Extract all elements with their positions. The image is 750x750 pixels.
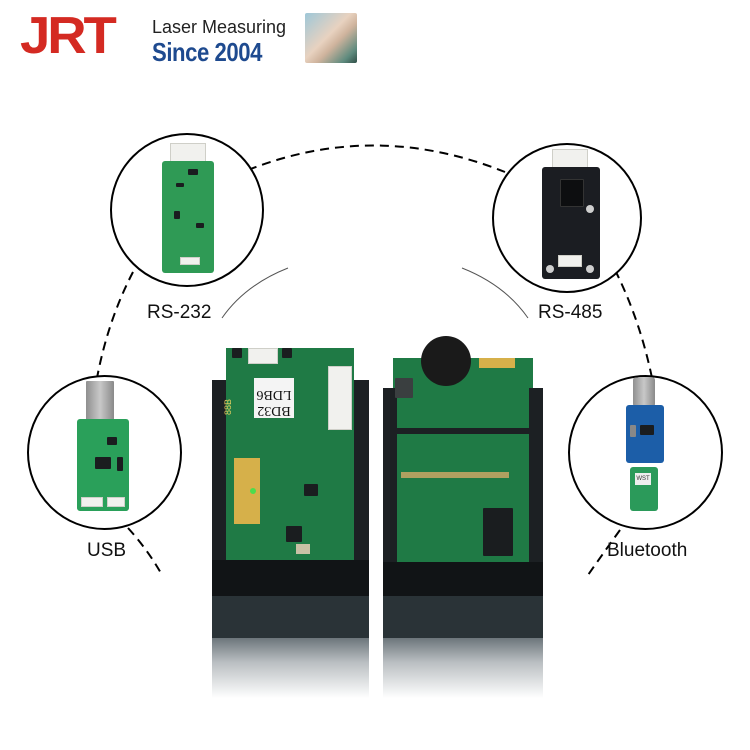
usb-plug (86, 381, 114, 421)
front-reflection (212, 638, 369, 698)
bt-adapter-board (626, 405, 664, 463)
connector (552, 149, 588, 169)
rs232-board (162, 161, 214, 273)
module-bluetooth-circle: WST (568, 375, 723, 530)
laser-module-back (383, 336, 543, 698)
rs485-board (542, 167, 600, 279)
connector (170, 143, 206, 163)
brand-logo: JRT (20, 7, 117, 65)
front-pcb: BD32 LDB6 88B (223, 348, 354, 560)
bt-module-label: WST (635, 473, 651, 485)
serial-sticker: BD32 LDB6 (254, 378, 294, 418)
usb-board (77, 419, 129, 511)
brand-tagline-bottom: Since 2004 (152, 37, 263, 67)
brand-photo (305, 13, 357, 63)
module-rs232-label: RS-232 (147, 302, 212, 323)
module-bluetooth-label: Bluetooth (607, 540, 688, 561)
brand-tagline-top: Laser Measuring (152, 17, 287, 37)
module-usb-circle (27, 375, 182, 530)
back-reflection (383, 638, 543, 698)
module-usb-label: USB (87, 540, 127, 561)
silk-text: 88B (223, 398, 234, 416)
bt-radio-module: WST (630, 467, 658, 511)
buzzer (421, 336, 471, 386)
module-rs232-circle (110, 133, 264, 287)
bt-usb-plug (633, 377, 655, 407)
module-rs485-label: RS-485 (538, 302, 603, 323)
laser-module-front: BD32 LDB6 88B (212, 348, 369, 698)
module-rs485-circle (492, 143, 642, 293)
